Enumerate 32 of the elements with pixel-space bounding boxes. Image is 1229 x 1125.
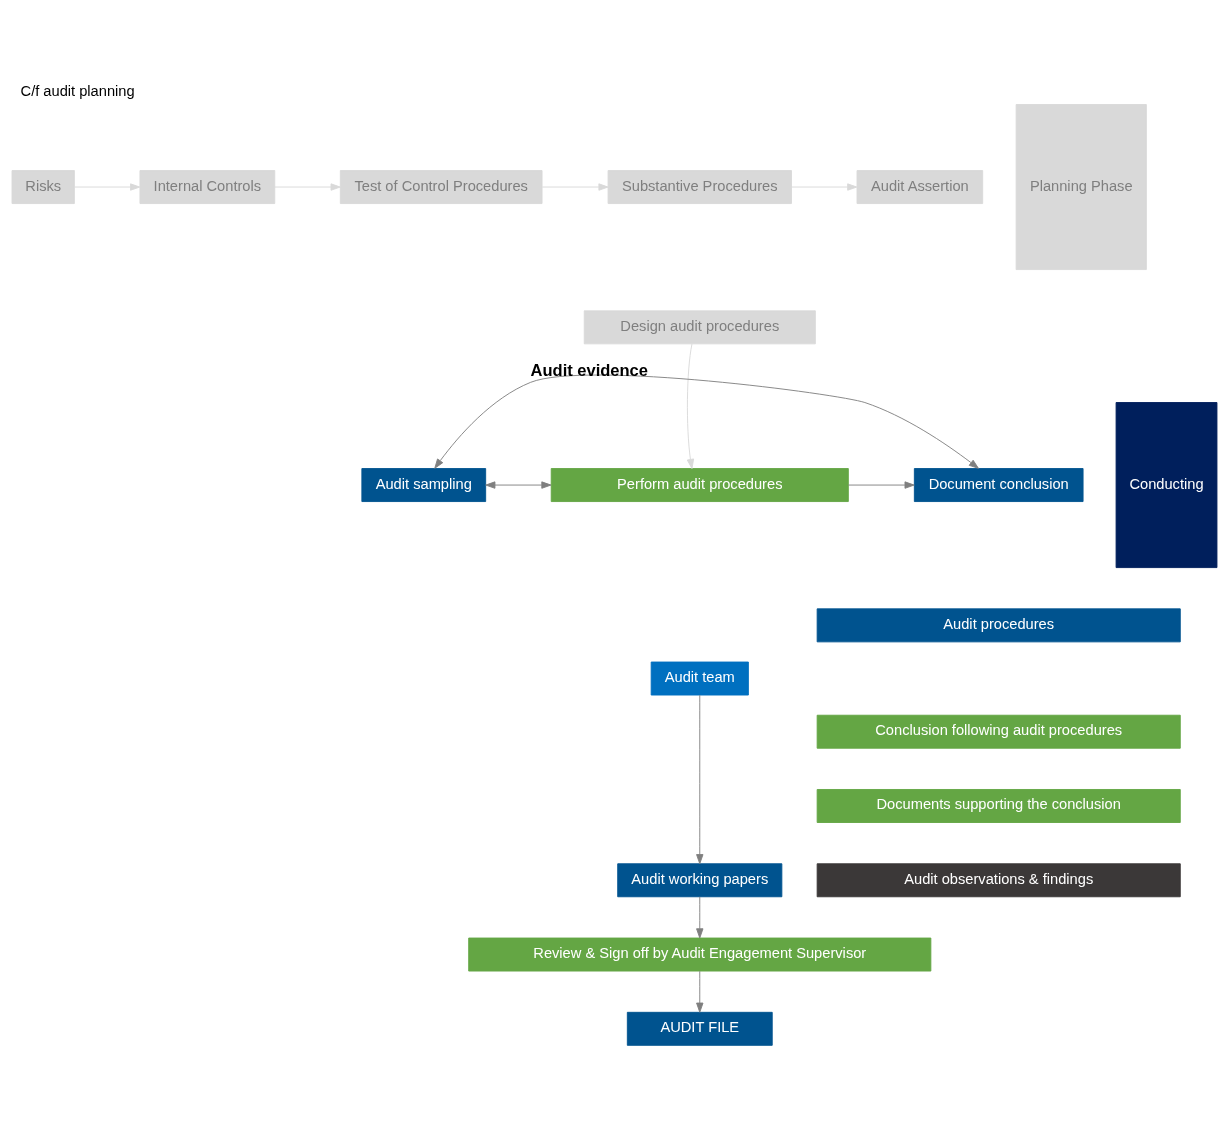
arrow — [696, 694, 704, 864]
arrow — [485, 480, 552, 489]
node-box: Design audit procedures — [583, 309, 816, 344]
node-box: Audit procedures — [816, 607, 1181, 642]
arrow — [696, 895, 704, 938]
node-box: Audit sampling — [361, 467, 487, 502]
node-box: Audit observations & findings — [816, 862, 1181, 897]
node-box: AUDIT FILE — [626, 1011, 773, 1046]
arrow — [434, 374, 979, 469]
node-box: Audit team — [650, 661, 749, 695]
node-box: Planning Phase — [1015, 103, 1147, 270]
node-box: Review & Sign off by Audit Engagement Supervisor — [468, 937, 932, 971]
node-box: Perform audit procedures — [550, 467, 849, 502]
edge-label: Audit evidence — [530, 360, 648, 379]
arrow — [686, 343, 695, 469]
node-box: Risks — [11, 169, 75, 204]
node-box: Audit working papers — [617, 862, 783, 897]
arrow — [847, 480, 915, 489]
arrow — [274, 182, 341, 191]
diagram-title: C/f audit planning — [20, 82, 135, 99]
node-box: Conducting — [1115, 401, 1218, 568]
node-box: Documents supporting the conclusion — [816, 788, 1181, 823]
node-box: Substantive Procedures — [607, 169, 792, 204]
arrow — [541, 182, 609, 191]
node-box: Internal Controls — [139, 169, 276, 204]
arrow — [74, 182, 141, 191]
arrow — [791, 182, 858, 191]
node-box: Conclusion following audit procedures — [816, 714, 1181, 749]
arrow — [696, 970, 704, 1013]
node-box: Audit Assertion — [856, 169, 984, 204]
node-box: Test of Control Procedures — [339, 169, 543, 204]
node-box: Document conclusion — [913, 467, 1084, 502]
